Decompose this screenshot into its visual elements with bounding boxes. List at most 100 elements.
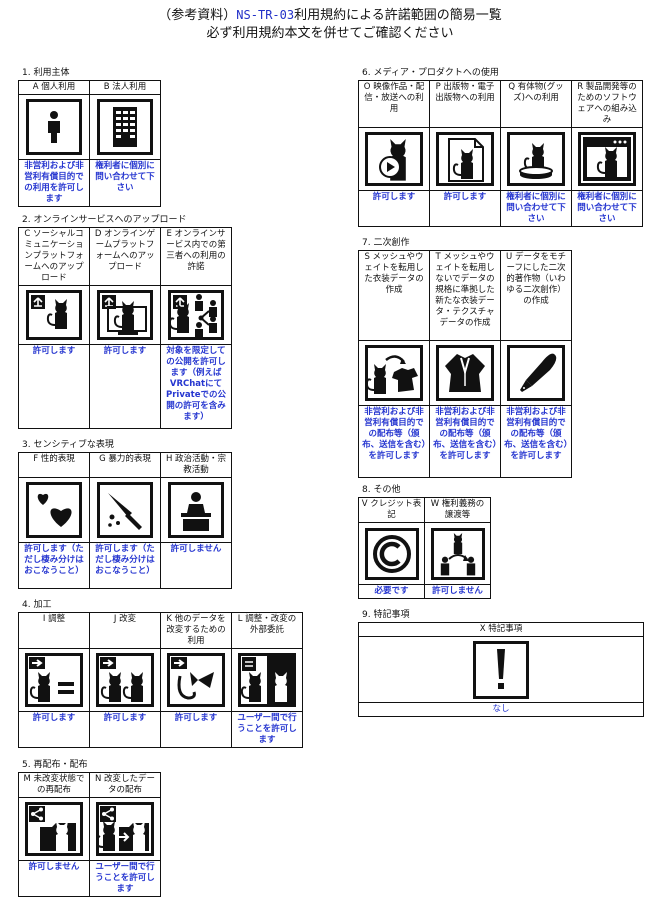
- hearts-icon: [26, 482, 82, 538]
- section-label: 7. 二次創作: [362, 238, 410, 248]
- section-label: 1. 利用主体: [22, 68, 70, 78]
- result-w: 許可しません: [424, 584, 491, 599]
- knife-icon: [97, 482, 153, 538]
- result-a: 非営利および非営利有償目的での利用を許可します: [18, 159, 90, 207]
- modify-icon: [96, 653, 154, 707]
- title-prefix: （参考資料）: [158, 8, 237, 23]
- permission-table: X 特記事項 なし: [358, 622, 644, 717]
- redistribute-icon: [25, 802, 83, 856]
- result-o: 許可します: [358, 190, 430, 227]
- result-d: 許可します: [89, 344, 161, 429]
- result-i: 許可します: [18, 711, 90, 748]
- result-t: 非営利および非営利有償目的での配布等（頒布、送信を含む）を許可します: [429, 405, 501, 478]
- section-2-online-upload: 2. オンラインサービスへのアップロード C ソーシャルコミュニケーションプラッ…: [18, 215, 232, 429]
- result-v: 必要です: [358, 584, 425, 599]
- exclamation-icon: [473, 640, 529, 699]
- document-title: （参考資料）NS-TR-03利用規約による許諾範囲の簡易一覧: [0, 6, 660, 25]
- section-label: 6. メディア・プロダクトへの使用: [362, 68, 499, 78]
- header-w-transfer-rights: W 権利義務の譲渡等: [424, 497, 491, 523]
- result-u: 非営利および非営利有償目的での配布等（頒布、送信を含む）を許可します: [500, 405, 572, 478]
- header-c-social-upload: C ソーシャルコミュニケーションプラットフォームへのアップロード: [18, 227, 90, 286]
- result-x: なし: [358, 702, 644, 717]
- section-1-user: 1. 利用主体 A 個人利用 B 法人利用 非営利および非営利有償目的での利用を…: [18, 68, 161, 207]
- license-code: NS-TR-03: [236, 8, 295, 22]
- section-label: 5. 再配布・配布: [22, 760, 88, 770]
- section-4-processing: 4. 加工 I 調整 J 改変 K 他のデータを改変するための利用 L 調整・改…: [18, 600, 303, 748]
- header-x-special-notes: X 特記事項: [358, 622, 644, 637]
- copyright-icon: [364, 527, 419, 580]
- header-v-credit: V クレジット表記: [358, 497, 425, 523]
- permission-table: A 個人利用 B 法人利用 非営利および非営利有償目的での利用を許可します 権利…: [18, 80, 161, 207]
- header-j-modify: J 改変: [89, 612, 161, 649]
- section-label: 4. 加工: [22, 600, 52, 610]
- header-k-parts-use: K 他のデータを改変するための利用: [160, 612, 232, 649]
- upload-monitor-icon: [97, 290, 153, 340]
- podium-icon: [168, 482, 224, 538]
- section-label: 2. オンラインサービスへのアップロード: [22, 215, 187, 225]
- section-8-other: 8. その他 V クレジット表記 W 権利義務の譲渡等 必要です 許可しません: [358, 485, 491, 599]
- software-icon: [578, 132, 636, 186]
- permission-table: V クレジット表記 W 権利義務の譲渡等 必要です 許可しません: [358, 497, 491, 599]
- result-h: 許可しません: [160, 542, 232, 589]
- permission-table: C ソーシャルコミュニケーションプラットフォームへのアップロード D オンライン…: [18, 227, 232, 429]
- outsource-icon: [238, 653, 296, 707]
- header-p-publication: P 出版物・電子出版物への利用: [429, 80, 501, 128]
- figure-icon: [507, 132, 565, 186]
- costume-icon: [436, 345, 494, 401]
- result-j: 許可します: [89, 711, 161, 748]
- document-subtitle: 必ず利用規約本文を併せてご確認ください: [206, 26, 454, 41]
- header-g-violent: G 暴力的表現: [89, 452, 161, 478]
- section-label: 8. その他: [362, 485, 401, 495]
- header-r-software: R 製品開発等のためのソフトウェアへの組み込み: [571, 80, 643, 128]
- header-m-redistribute: M 未改変状態での再配布: [18, 772, 90, 798]
- result-q: 権利者に個別に問い合わせて下さい: [500, 190, 572, 227]
- video-icon: [365, 132, 423, 186]
- parts-icon: [167, 653, 225, 707]
- publication-icon: [436, 132, 494, 186]
- section-label: 9. 特記事項: [362, 610, 410, 620]
- upload-avatar-icon: [26, 290, 82, 340]
- result-m: 許可しません: [18, 860, 90, 897]
- distribute-modified-icon: [96, 802, 154, 856]
- section-6-media-product: 6. メディア・プロダクトへの使用 O 映像作品・配信・放送への利用 P 出版物…: [358, 68, 643, 227]
- section-3-sensitive: 3. センシティブな表現 F 性的表現 G 暴力的表現 H 政治活動・宗教活動 …: [18, 440, 232, 589]
- result-e: 対象を限定しての公開を許可します（例えばVRChatにてPrivateでの公開の…: [160, 344, 232, 429]
- result-s: 非営利および非営利有償目的での配布等（頒布、送信を含む）を許可します: [358, 405, 430, 478]
- result-r: 権利者に個別に問い合わせて下さい: [571, 190, 643, 227]
- header-s-costume-transfer: S メッシュやウェイトを転用した衣装データの作成: [358, 250, 430, 341]
- person-icon: [26, 99, 82, 155]
- permission-table: M 未改変状態での再配布 N 改変したデータの配布 許可しません ユーザー間で行…: [18, 772, 161, 897]
- header-f-sexual: F 性的表現: [18, 452, 90, 478]
- costume-transfer-icon: [365, 345, 423, 401]
- header-a-personal-use: A 個人利用: [18, 80, 90, 95]
- title-suffix: 利用規約による許諾範囲の簡易一覧: [294, 8, 502, 23]
- header-i-adjust: I 調整: [18, 612, 90, 649]
- header-l-outsource: L 調整・改変の外部委託: [231, 612, 303, 649]
- result-n: ユーザー間で行うことを許可します: [89, 860, 161, 897]
- result-k: 許可します: [160, 711, 232, 748]
- header-u-fan-work: U データをモチーフにした二次的著作物（いわゆる二次創作）の作成: [500, 250, 572, 341]
- adjust-icon: [25, 653, 83, 707]
- header-h-political: H 政治活動・宗教活動: [160, 452, 232, 478]
- pen-icon: [507, 345, 565, 401]
- result-b: 権利者に個別に問い合わせて下さい: [89, 159, 161, 207]
- header-d-game-upload: D オンラインゲームプラットフォームへのアップロード: [89, 227, 161, 286]
- transfer-icon: [430, 527, 485, 580]
- section-5-redistribution: 5. 再配布・配布 M 未改変状態での再配布 N 改変したデータの配布 許可しま…: [18, 760, 161, 897]
- permission-table: O 映像作品・配信・放送への利用 P 出版物・電子出版物への利用 Q 有体物(グ…: [358, 80, 643, 227]
- section-9-special-notes: 9. 特記事項 X 特記事項 なし: [358, 610, 644, 717]
- result-f: 許可します（ただし棲み分けはおこなうこと）: [18, 542, 90, 589]
- permission-table: S メッシュやウェイトを転用した衣装データの作成 T メッシュやウェイトを転用し…: [358, 250, 572, 478]
- header-n-distribute-modified: N 改変したデータの配布: [89, 772, 161, 798]
- header-e-third-party: E オンラインサービス内での第三者への利用の許諾: [160, 227, 232, 286]
- section-7-derivative: 7. 二次創作 S メッシュやウェイトを転用した衣装データの作成 T メッシュや…: [358, 238, 572, 478]
- header-o-video: O 映像作品・配信・放送への利用: [358, 80, 430, 128]
- result-c: 許可します: [18, 344, 90, 429]
- result-g: 許可します（ただし棲み分けはおこなうこと）: [89, 542, 161, 589]
- header-q-goods: Q 有体物(グッズ)への利用: [500, 80, 572, 128]
- section-label: 3. センシティブな表現: [22, 440, 114, 450]
- permission-table: I 調整 J 改変 K 他のデータを改変するための利用 L 調整・改変の外部委託…: [18, 612, 303, 748]
- upload-share-icon: [168, 290, 224, 340]
- permission-table: F 性的表現 G 暴力的表現 H 政治活動・宗教活動 許可します（ただし棲み分け…: [18, 452, 232, 589]
- result-p: 許可します: [429, 190, 501, 227]
